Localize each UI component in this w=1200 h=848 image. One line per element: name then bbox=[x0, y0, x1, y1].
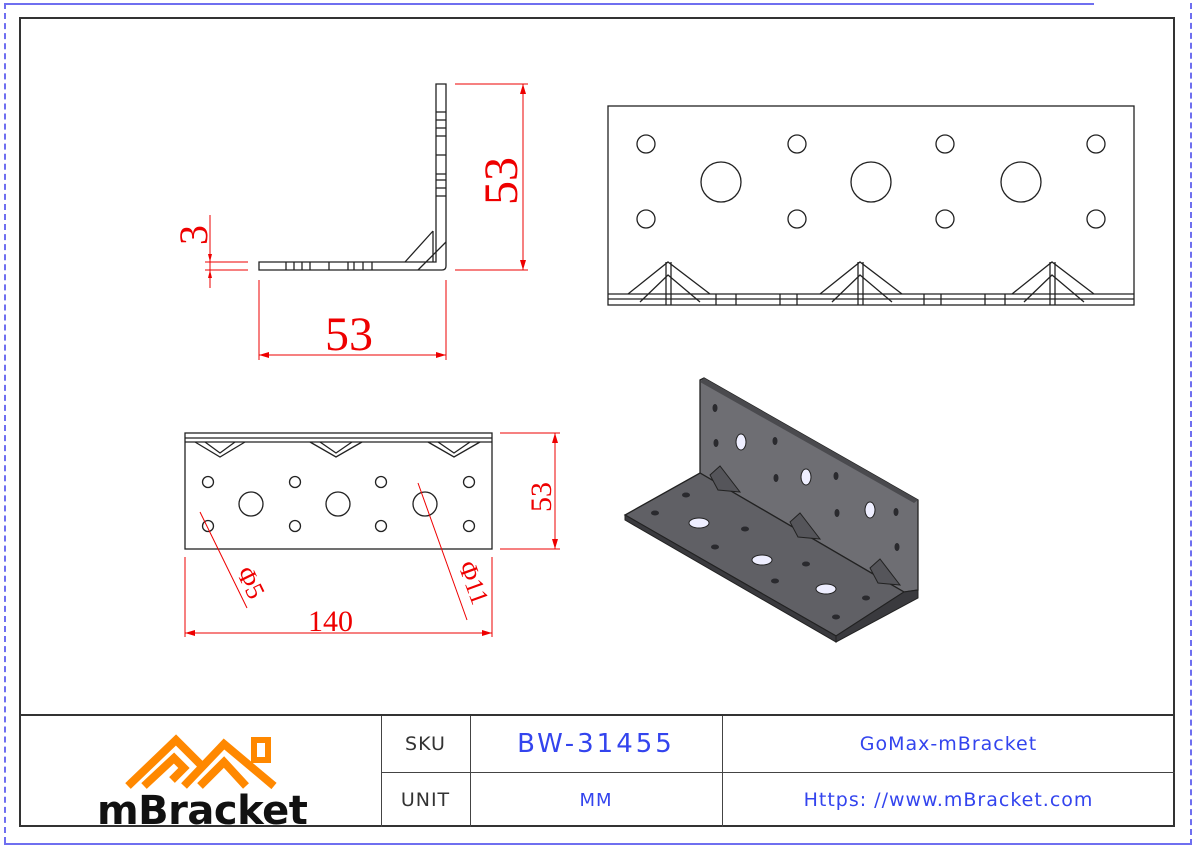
front-height-dimension: 53 bbox=[525, 482, 558, 512]
website-link[interactable]: Https: //www.mBracket.com bbox=[803, 789, 1094, 811]
front-view-dimensions bbox=[184, 432, 560, 637]
dimension-arrows bbox=[208, 84, 526, 358]
side-height-dimension: 53 bbox=[475, 157, 528, 205]
small-hole-diameter: Φ5 bbox=[231, 562, 271, 603]
sheet-outer-border-bottom bbox=[4, 843, 1192, 845]
product-name: GoMax-mBracket bbox=[859, 733, 1038, 755]
divider bbox=[381, 716, 382, 827]
sheet-outer-border-right bbox=[1190, 3, 1194, 845]
title-block: mBracket SKU BW-31455 GoMax-mBracket UNI… bbox=[19, 714, 1175, 834]
side-width-dimension: 53 bbox=[325, 308, 373, 361]
front-view bbox=[184, 432, 493, 550]
side-view bbox=[258, 83, 447, 271]
divider bbox=[470, 716, 471, 827]
top-view bbox=[607, 105, 1135, 306]
sku-value: BW-31455 bbox=[517, 729, 675, 759]
unit-label: UNIT bbox=[400, 789, 451, 811]
unit-value: MM bbox=[579, 789, 613, 811]
thickness-dimension: 3 bbox=[171, 225, 216, 245]
sku-label: SKU bbox=[405, 733, 446, 755]
drawing-frame bbox=[19, 17, 1175, 827]
isometric-view bbox=[623, 377, 919, 643]
front-dimension-arrows bbox=[185, 433, 558, 636]
length-dimension: 140 bbox=[308, 605, 353, 638]
logo-text: mBracket bbox=[97, 788, 308, 834]
sheet-outer-border bbox=[4, 3, 1094, 843]
divider bbox=[722, 716, 723, 827]
large-hole-diameter: Φ11 bbox=[452, 557, 494, 608]
logo-house-icon bbox=[125, 734, 277, 790]
divider bbox=[381, 772, 1175, 773]
